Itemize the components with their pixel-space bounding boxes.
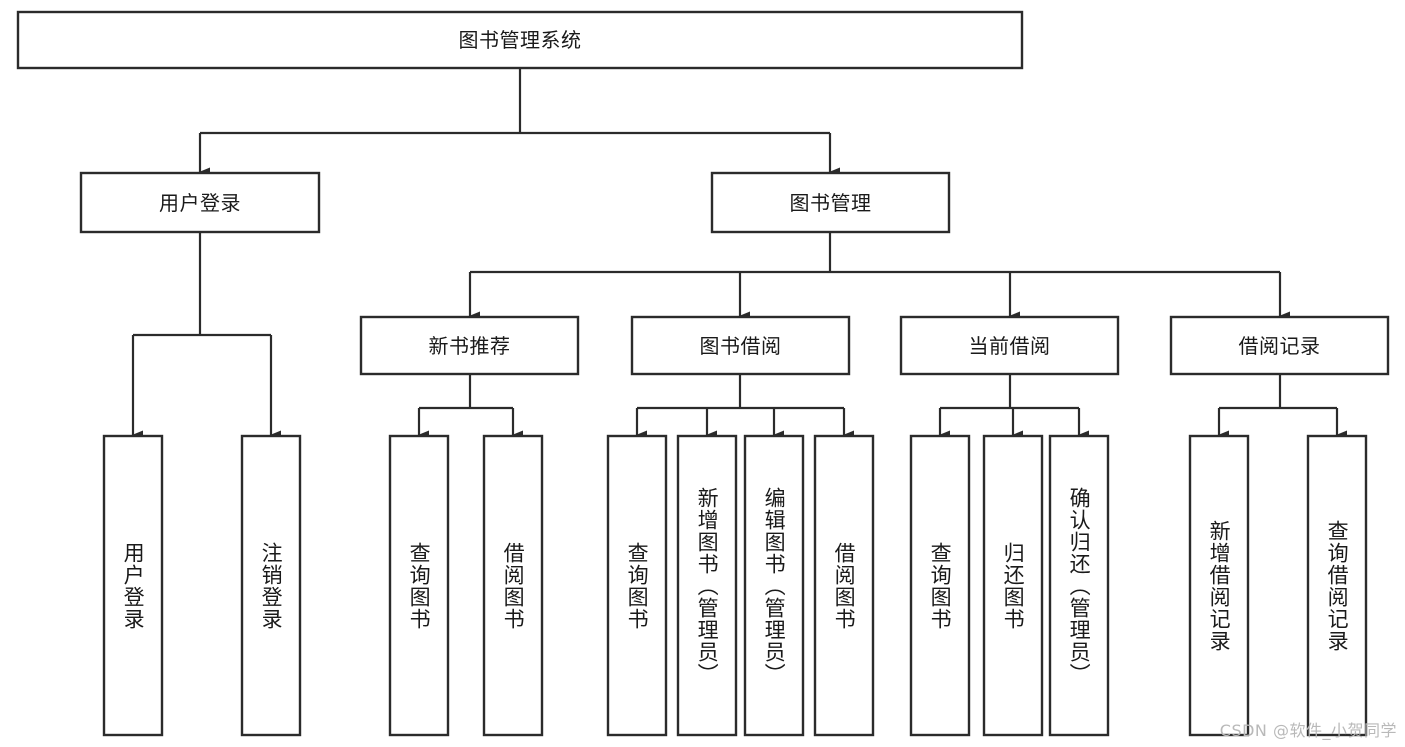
node-box-leaf-edit-book[interactable] (743, 434, 805, 737)
node-box-borrow-record[interactable] (1169, 315, 1390, 376)
csdn-watermark: CSDN @软件_小贺同学 (1219, 721, 1397, 740)
node-box-leaf-borrow-book[interactable] (813, 434, 875, 737)
node-box-leaf-query-book-borrow[interactable] (606, 434, 668, 737)
node-box-leaf-borrow-book-recommend[interactable] (482, 434, 544, 737)
node-box-user-login[interactable] (79, 171, 321, 234)
node-box-book-borrow[interactable] (630, 315, 851, 376)
node-box-root[interactable] (16, 10, 1024, 70)
node-box-leaf-query-borrow-record[interactable] (1306, 434, 1368, 737)
node-box-layer (16, 10, 1390, 737)
node-box-current-borrow[interactable] (899, 315, 1120, 376)
node-box-leaf-add-book[interactable] (676, 434, 738, 737)
node-box-leaf-user-logout[interactable] (240, 434, 302, 737)
node-box-leaf-query-book-recommend[interactable] (388, 434, 450, 737)
node-box-book-admin[interactable] (710, 171, 951, 234)
node-box-leaf-query-book-current[interactable] (909, 434, 971, 737)
node-box-leaf-add-borrow-record[interactable] (1188, 434, 1250, 737)
node-box-leaf-confirm-return[interactable] (1048, 434, 1110, 737)
node-box-leaf-return-book[interactable] (982, 434, 1044, 737)
node-box-leaf-user-login[interactable] (102, 434, 164, 737)
node-box-new-book-recommend[interactable] (359, 315, 580, 376)
connector-layer (131, 68, 1347, 440)
